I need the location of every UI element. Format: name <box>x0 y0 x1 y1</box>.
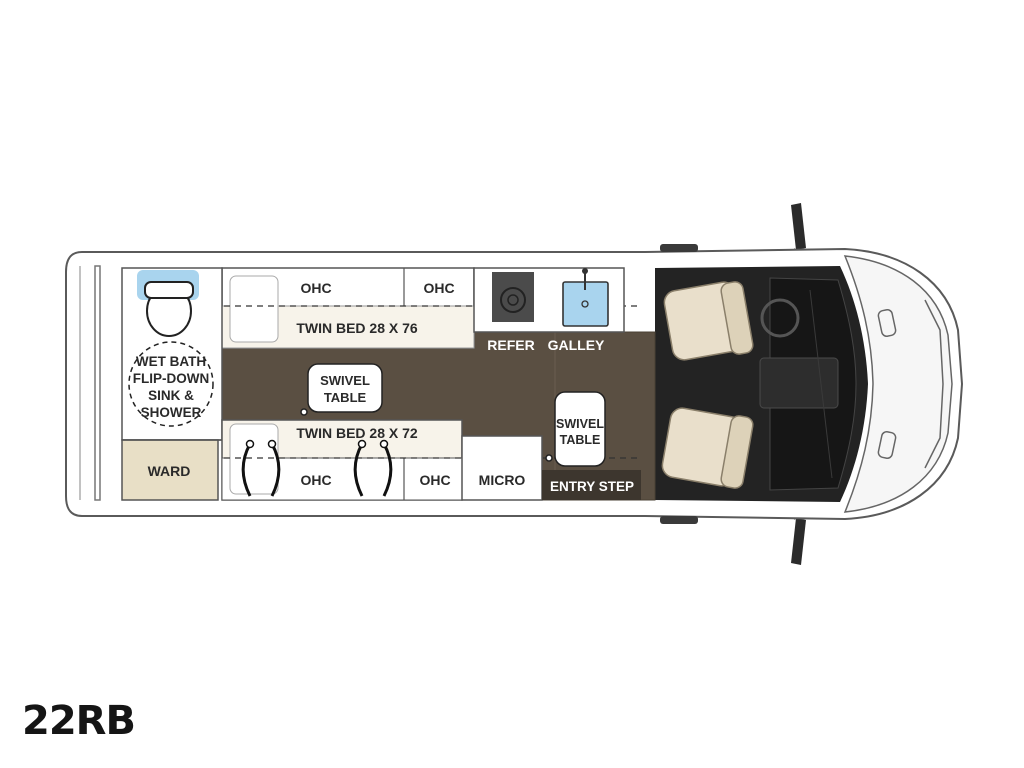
seatbelt-icon <box>241 443 393 497</box>
label-swivel-table-left-1: SWIVEL <box>320 373 370 388</box>
micro-cabinet <box>461 435 543 501</box>
side-mirror-top <box>784 203 806 258</box>
steering-wheel <box>760 298 800 338</box>
label-entry-step: ENTRY STEP <box>550 479 634 494</box>
label-twin-bed-bottom: TWIN BED 28 X 72 <box>296 425 418 441</box>
label-ohc-top-left: OHC <box>300 280 331 296</box>
swivel-table-right <box>554 391 606 467</box>
shower-area-outline <box>128 341 214 427</box>
side-mirror-bottom <box>784 510 806 565</box>
ward-cabinet <box>121 439 219 501</box>
center-console <box>759 357 839 409</box>
hood <box>843 255 953 513</box>
label-wet-bath-3: SINK & <box>148 388 194 403</box>
label-refer: REFER <box>487 337 534 353</box>
label-ohc-top-right: OHC <box>423 280 454 296</box>
headlight-top <box>877 309 897 337</box>
pillow-bottom <box>229 423 279 495</box>
label-micro: MICRO <box>479 472 526 488</box>
rear-bumper <box>94 265 101 501</box>
swivel-table-left <box>307 363 383 413</box>
wheel-front-bottom <box>660 516 698 524</box>
label-swivel-table-left-2: TABLE <box>324 390 367 405</box>
label-galley: GALLEY <box>548 337 605 353</box>
refer-icon <box>492 272 534 322</box>
headlight-bottom <box>877 431 897 459</box>
label-swivel-table-right-1: SWIVEL <box>556 417 604 431</box>
label-ward: WARD <box>148 463 191 479</box>
wheel-front-top <box>660 244 698 252</box>
label-ohc-bottom-right: OHC <box>419 472 450 488</box>
label-wet-bath-1: WET BATH <box>136 354 206 369</box>
entry-step <box>542 470 641 500</box>
driver-seat <box>663 281 754 361</box>
label-swivel-table-right-2: TABLE <box>560 433 601 447</box>
pillow-top <box>229 275 279 343</box>
label-wet-bath-4: SHOWER <box>141 405 202 420</box>
model-name: 22RB <box>22 698 136 744</box>
passenger-seat <box>661 407 754 489</box>
label-twin-bed-top: TWIN BED 28 X 76 <box>296 320 418 336</box>
label-wet-bath-2: FLIP-DOWN <box>133 371 210 386</box>
toilet-icon <box>144 281 194 337</box>
label-ohc-bottom-left: OHC <box>300 472 331 488</box>
